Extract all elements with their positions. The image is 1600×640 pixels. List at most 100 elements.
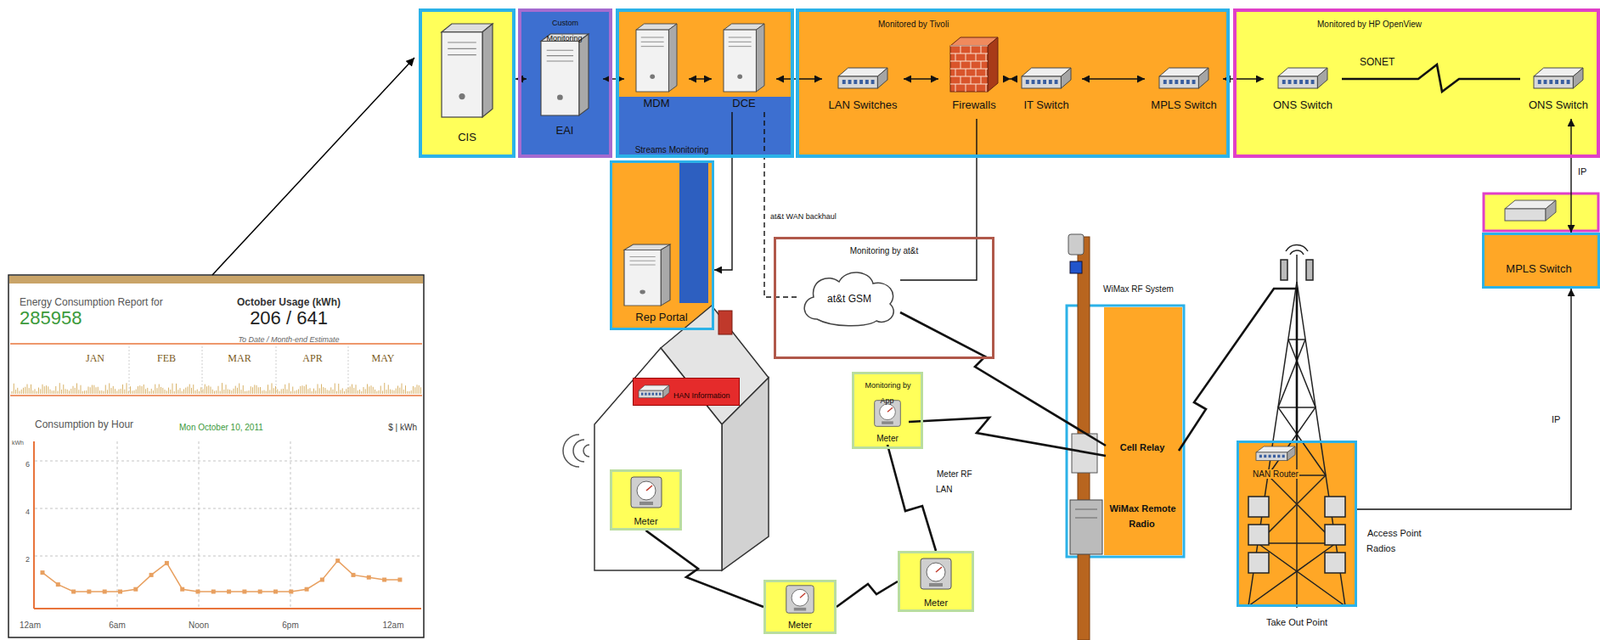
- free-label: MAR: [226, 352, 252, 365]
- shape-part: [11, 391, 13, 395]
- server-icon: [636, 23, 677, 92]
- shape-part: [78, 389, 79, 395]
- shape-part: [10, 343, 423, 345]
- shape-part: [649, 74, 655, 79]
- shape-part: [406, 391, 408, 395]
- node-label: DCE: [731, 96, 756, 110]
- shape-part: [1299, 79, 1303, 85]
- server-icon: [441, 23, 493, 118]
- text-wrap: IT Switch: [1022, 96, 1070, 113]
- shape-part: [198, 391, 200, 395]
- firewall-node: Firewalls: [938, 33, 1010, 119]
- text-wrap: 2: [24, 550, 31, 566]
- shape-part: [804, 272, 894, 327]
- shape-part: [290, 441, 292, 609]
- node-label: Meter: [632, 516, 659, 527]
- connector: [776, 78, 823, 79]
- shape-part: [546, 50, 574, 51]
- shape-part: [204, 384, 206, 395]
- free-label: 6: [24, 460, 31, 469]
- shape-part: [970, 76, 972, 85]
- utility-pole: [1066, 234, 1184, 640]
- text-wrap: at&t WAN backhaul: [769, 207, 838, 223]
- shape-part: [397, 385, 399, 395]
- shape-part: [139, 385, 141, 395]
- text-wrap: Noon: [187, 616, 210, 632]
- monitoring-zone: LAN SwitchesFirewallsIT SwitchMPLS Switc…: [795, 8, 1230, 158]
- shape-part: [152, 390, 154, 395]
- shape-part: [563, 434, 590, 468]
- shape-part: [67, 389, 68, 395]
- shape-part: [1257, 542, 1336, 545]
- shape-part: [447, 48, 477, 50]
- text-wrap: 6: [24, 455, 31, 471]
- shape-part: [8, 275, 424, 638]
- shape-part: [1324, 496, 1346, 518]
- shape-part: [1025, 79, 1030, 85]
- lightning-link: [887, 445, 936, 552]
- node-fill: [1481, 232, 1600, 289]
- shape-part: [33, 441, 35, 609]
- shape-part: [638, 390, 664, 399]
- server-icon: [723, 23, 765, 92]
- device-label: WiMax Remote Radio: [1105, 496, 1179, 545]
- free-label: JAN: [84, 352, 106, 365]
- connector: [900, 118, 977, 281]
- shape-part: [164, 389, 166, 395]
- node-label: Monitored by Tivoli: [877, 19, 950, 29]
- shape-part: [135, 389, 137, 395]
- shape-part: [164, 561, 170, 566]
- shape-part: [348, 346, 350, 395]
- shape-part: [659, 393, 661, 396]
- shape-part: [1504, 208, 1546, 221]
- server-box: Rep Portal: [609, 160, 715, 331]
- node-label: NAN Router: [1251, 469, 1300, 479]
- shape-part: [229, 389, 231, 395]
- shape-part: [1305, 79, 1309, 85]
- shape-part: [86, 590, 91, 595]
- shape-part: [42, 561, 400, 592]
- shape-part: [206, 386, 208, 395]
- shape-part: [252, 387, 254, 395]
- shape-part: [416, 384, 418, 395]
- link-label: WiMax RF System: [1102, 284, 1175, 294]
- leader-arrow: [212, 57, 415, 276]
- shape-part: [47, 386, 49, 395]
- text-wrap: JAN: [84, 349, 106, 366]
- shape-part: [378, 390, 380, 395]
- monitoring-zone: MeterMonitoring by App: [851, 371, 924, 450]
- shape-part: [208, 385, 209, 395]
- node-label: Monitored by HP OpenView: [1316, 19, 1423, 29]
- node-fill: [795, 8, 1230, 158]
- shape-part: [149, 573, 154, 578]
- shape-part: [348, 388, 350, 395]
- shape-part: [1306, 259, 1313, 281]
- shape-part: [458, 93, 465, 100]
- shape-part: [1543, 79, 1548, 85]
- shape-part: [668, 23, 677, 92]
- shape-part: [721, 377, 769, 571]
- monitoring-zone: at&t GSMMonitoring by at&t: [773, 236, 995, 360]
- shape-part: [1287, 446, 1296, 462]
- shape-part: [881, 421, 894, 424]
- shape-part: [376, 391, 378, 395]
- text-wrap: WiMax Remote Radio: [1106, 500, 1178, 532]
- shape-part: [1256, 452, 1288, 462]
- shape-part: [271, 383, 273, 395]
- text-wrap: Cell Relay: [1106, 439, 1178, 455]
- shape-part: [21, 389, 23, 395]
- shape-part: [275, 386, 277, 395]
- shape-part: [57, 391, 59, 395]
- link-label: SONET: [1358, 56, 1396, 68]
- shape-part: [226, 590, 231, 595]
- router-node: NAN Router: [1241, 445, 1310, 488]
- connectors: [515, 64, 1572, 608]
- shape-part: [629, 264, 655, 266]
- shape-part: [183, 389, 185, 395]
- server-box: CIS: [418, 8, 516, 158]
- shape-part: [397, 578, 402, 583]
- shape-part: [195, 390, 197, 395]
- shape-part: [388, 384, 389, 395]
- shape-part: [65, 388, 67, 395]
- shape-part: [133, 587, 138, 592]
